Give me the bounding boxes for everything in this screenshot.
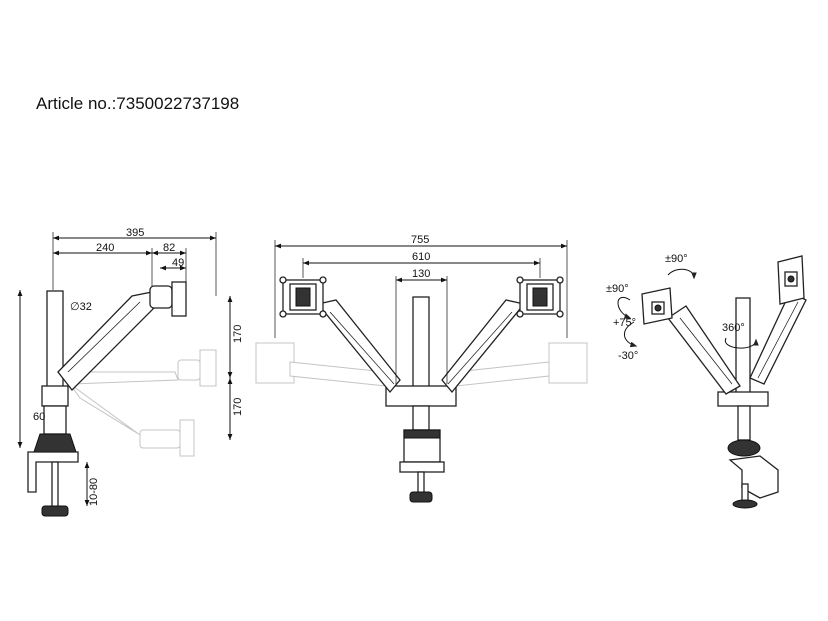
label-rotate: ±90° — [665, 253, 688, 265]
label-swivel: ±90° — [606, 283, 629, 295]
swivel-arrow-icon — [617, 297, 632, 319]
dim-395: 395 — [126, 227, 144, 239]
front-right-vesa — [516, 276, 564, 318]
front-ghost-monitors — [255, 342, 588, 387]
iso-clamp-knob — [732, 499, 758, 509]
front-pole — [412, 296, 430, 391]
iso-right-vesa — [777, 255, 805, 305]
dim-170-lower: 170 — [232, 398, 244, 416]
dim-130: 130 — [412, 268, 430, 280]
iso-clamp — [728, 455, 779, 499]
dim-49: 49 — [172, 257, 184, 269]
dim-60: 60 — [33, 411, 45, 423]
label-tilt-down: -30° — [618, 350, 638, 362]
side-vesa-plate — [171, 281, 187, 317]
iso-right-arm — [749, 291, 807, 385]
side-clamp-top — [33, 433, 77, 453]
dim-240: 240 — [96, 242, 114, 254]
iso-view: ±90° ±90° +75° -30° 360° — [606, 253, 807, 509]
front-clamp-knob — [409, 491, 433, 503]
side-head-joint — [149, 285, 173, 309]
dim-clamp-range: 10-80 — [88, 478, 100, 506]
iso-base — [727, 439, 761, 457]
label-tilt-up: +75° — [613, 317, 636, 329]
front-left-vesa — [279, 276, 327, 318]
dim-610: 610 — [412, 251, 430, 263]
iso-left-vesa — [641, 287, 673, 325]
side-ghost-arms — [69, 349, 217, 457]
label-arm-rotation: 360° — [722, 322, 745, 334]
rotate-arrow-icon — [667, 268, 697, 280]
front-left-arm — [316, 299, 401, 394]
iso-left-arm — [667, 305, 741, 395]
front-crossbar — [385, 385, 457, 407]
side-clamp-body — [27, 451, 79, 493]
dim-pole-diameter: ∅32 — [70, 301, 92, 313]
tilt-arrow-icon — [624, 321, 638, 348]
side-clamp-knob — [41, 505, 69, 517]
arm-rotation-arrow-icon — [725, 337, 759, 349]
article-number: Article no.:7350022737198 — [36, 94, 240, 113]
dim-755: 755 — [411, 234, 429, 246]
side-view: 395 240 82 49 ∅32 170 170 60 10-80 — [17, 227, 244, 517]
front-right-arm — [441, 299, 526, 394]
front-view: 755 610 130 — [255, 234, 588, 503]
dim-82: 82 — [163, 242, 175, 254]
dim-170-upper: 170 — [232, 325, 244, 343]
